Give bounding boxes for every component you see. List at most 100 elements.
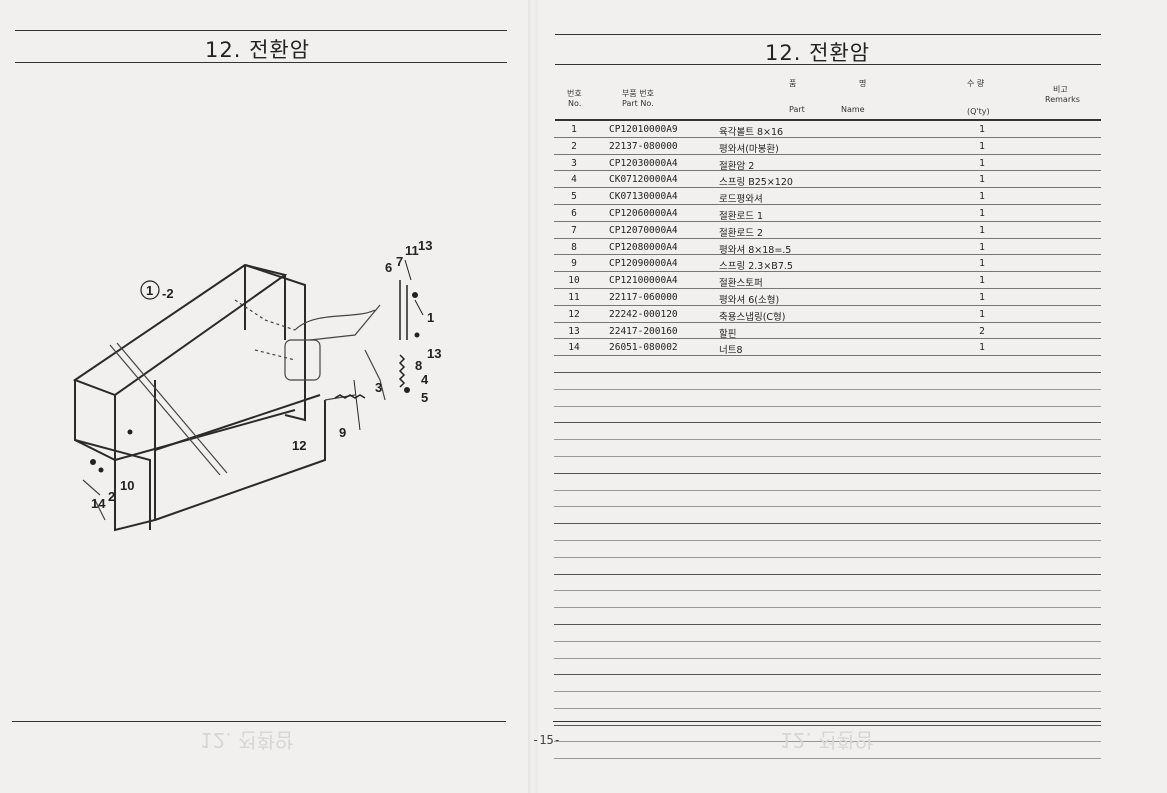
parts-table: 1 CP12010000A9 육각볼트 8×16 1 2 22137-080000 평와셔… xyxy=(554,121,1101,760)
cell-name: 육각볼트 8×16 xyxy=(719,127,784,138)
header-name-ko-1: 품 xyxy=(789,79,797,88)
header-qty-en: (Q'ty) xyxy=(967,107,990,116)
svg-text:1: 1 xyxy=(146,283,153,298)
cell-no: 10 xyxy=(568,275,580,287)
empty-table-row xyxy=(554,642,1101,659)
svg-text:12: 12 xyxy=(292,438,306,453)
empty-table-row xyxy=(554,356,1101,373)
svg-text:4: 4 xyxy=(421,372,429,387)
cell-part-no: 22137-080000 xyxy=(609,140,678,152)
svg-text:7: 7 xyxy=(396,254,403,269)
cell-no: 2 xyxy=(571,140,577,152)
cell-name: 축용스냅링(C형) xyxy=(719,311,786,323)
svg-text:6: 6 xyxy=(385,260,392,275)
empty-table-row xyxy=(554,524,1101,541)
empty-table-row xyxy=(554,474,1101,491)
empty-table-row xyxy=(554,558,1101,575)
cell-no: 14 xyxy=(568,342,580,354)
cell-no: 11 xyxy=(568,291,580,303)
cell-part-no: CP12010000A9 xyxy=(609,124,678,135)
cell-part-no: CK07130000A4 xyxy=(609,191,678,203)
svg-text:2: 2 xyxy=(108,489,115,504)
header-no-en: No. xyxy=(568,99,582,108)
cell-name: 스프링 B25×120 xyxy=(719,177,793,189)
empty-table-row xyxy=(554,390,1101,407)
empty-table-row xyxy=(554,491,1101,508)
empty-table-row xyxy=(554,440,1101,457)
cell-qty: 1 xyxy=(979,308,985,320)
table-row: 12 22242-000120 축용스냅링(C형) 1 xyxy=(554,306,1101,323)
header-part-no-en: Part No. xyxy=(622,99,654,108)
svg-text:5: 5 xyxy=(421,390,428,405)
cell-part-no: 26051-080002 xyxy=(609,342,678,354)
cell-part-no: CP12090000A4 xyxy=(609,258,678,270)
cell-no: 7 xyxy=(571,224,577,236)
svg-text:1: 1 xyxy=(427,310,434,325)
empty-table-row xyxy=(554,675,1101,693)
empty-table-row xyxy=(554,726,1101,743)
header-remarks-ko: 비고 xyxy=(1053,85,1068,94)
cell-no: 8 xyxy=(571,241,577,253)
parts-diagram: 1 -2 6 7 11 13 1 13 8 4 5 3 9 12 10 2 14 xyxy=(55,200,495,620)
empty-table-row xyxy=(554,692,1101,709)
cell-no: 5 xyxy=(571,191,577,203)
svg-text:14: 14 xyxy=(91,496,106,511)
cell-no: 6 xyxy=(571,207,577,219)
cell-qty: 1 xyxy=(979,174,985,186)
title-bottom-rule xyxy=(15,62,507,63)
header-name-ko-2: 명 xyxy=(859,79,867,88)
cell-qty: 1 xyxy=(979,157,985,169)
cell-name: 평와셔(마봉환) xyxy=(719,143,779,155)
svg-text:10: 10 xyxy=(120,478,134,493)
cell-name: 절환스토퍼 xyxy=(719,278,763,290)
cell-qty: 1 xyxy=(979,275,985,287)
empty-table-row xyxy=(554,457,1101,474)
header-no-ko: 번호 xyxy=(567,89,582,98)
cell-name: 스프링 2.3×B7.5 xyxy=(719,261,793,273)
cell-part-no: CP12060000A4 xyxy=(609,207,678,219)
empty-table-row xyxy=(554,625,1101,642)
cell-no: 1 xyxy=(571,124,577,135)
svg-text:8: 8 xyxy=(415,358,422,373)
svg-text:9: 9 xyxy=(339,425,346,440)
cell-qty: 1 xyxy=(979,140,985,152)
cell-qty: 2 xyxy=(979,325,985,337)
cell-no: 3 xyxy=(571,157,577,169)
cell-part-no: CP12080000A4 xyxy=(609,241,678,253)
header-part-no-ko: 부품 번호 xyxy=(622,89,654,98)
cell-qty: 1 xyxy=(979,241,985,253)
svg-text:-2: -2 xyxy=(162,286,174,301)
cell-part-no: 22242-000120 xyxy=(609,308,678,320)
cell-qty: 1 xyxy=(979,258,985,270)
cell-no: 12 xyxy=(568,308,580,320)
left-page-bottom-rule xyxy=(12,721,506,722)
cell-no: 4 xyxy=(571,174,577,186)
empty-table-row xyxy=(554,575,1101,592)
cell-name: 할핀 xyxy=(719,328,737,340)
header-remarks-en: Remarks xyxy=(1045,95,1080,104)
page-number: -15- xyxy=(532,733,561,747)
svg-text:13: 13 xyxy=(427,346,441,361)
cell-qty: 1 xyxy=(979,342,985,354)
cell-qty: 1 xyxy=(979,191,985,203)
cell-name: 절환로드 2 xyxy=(719,227,764,239)
cell-qty: 1 xyxy=(979,207,985,219)
cell-part-no: CP12070000A4 xyxy=(609,224,678,236)
empty-table-row xyxy=(554,373,1101,390)
header-name-en-2: Name xyxy=(841,105,865,114)
empty-table-row xyxy=(554,659,1101,676)
cell-name: 평와셔 6(소형) xyxy=(719,294,780,306)
empty-table-row xyxy=(554,423,1101,441)
title-top-rule xyxy=(15,30,507,31)
svg-text:11: 11 xyxy=(405,243,419,258)
empty-table-row xyxy=(554,608,1101,625)
